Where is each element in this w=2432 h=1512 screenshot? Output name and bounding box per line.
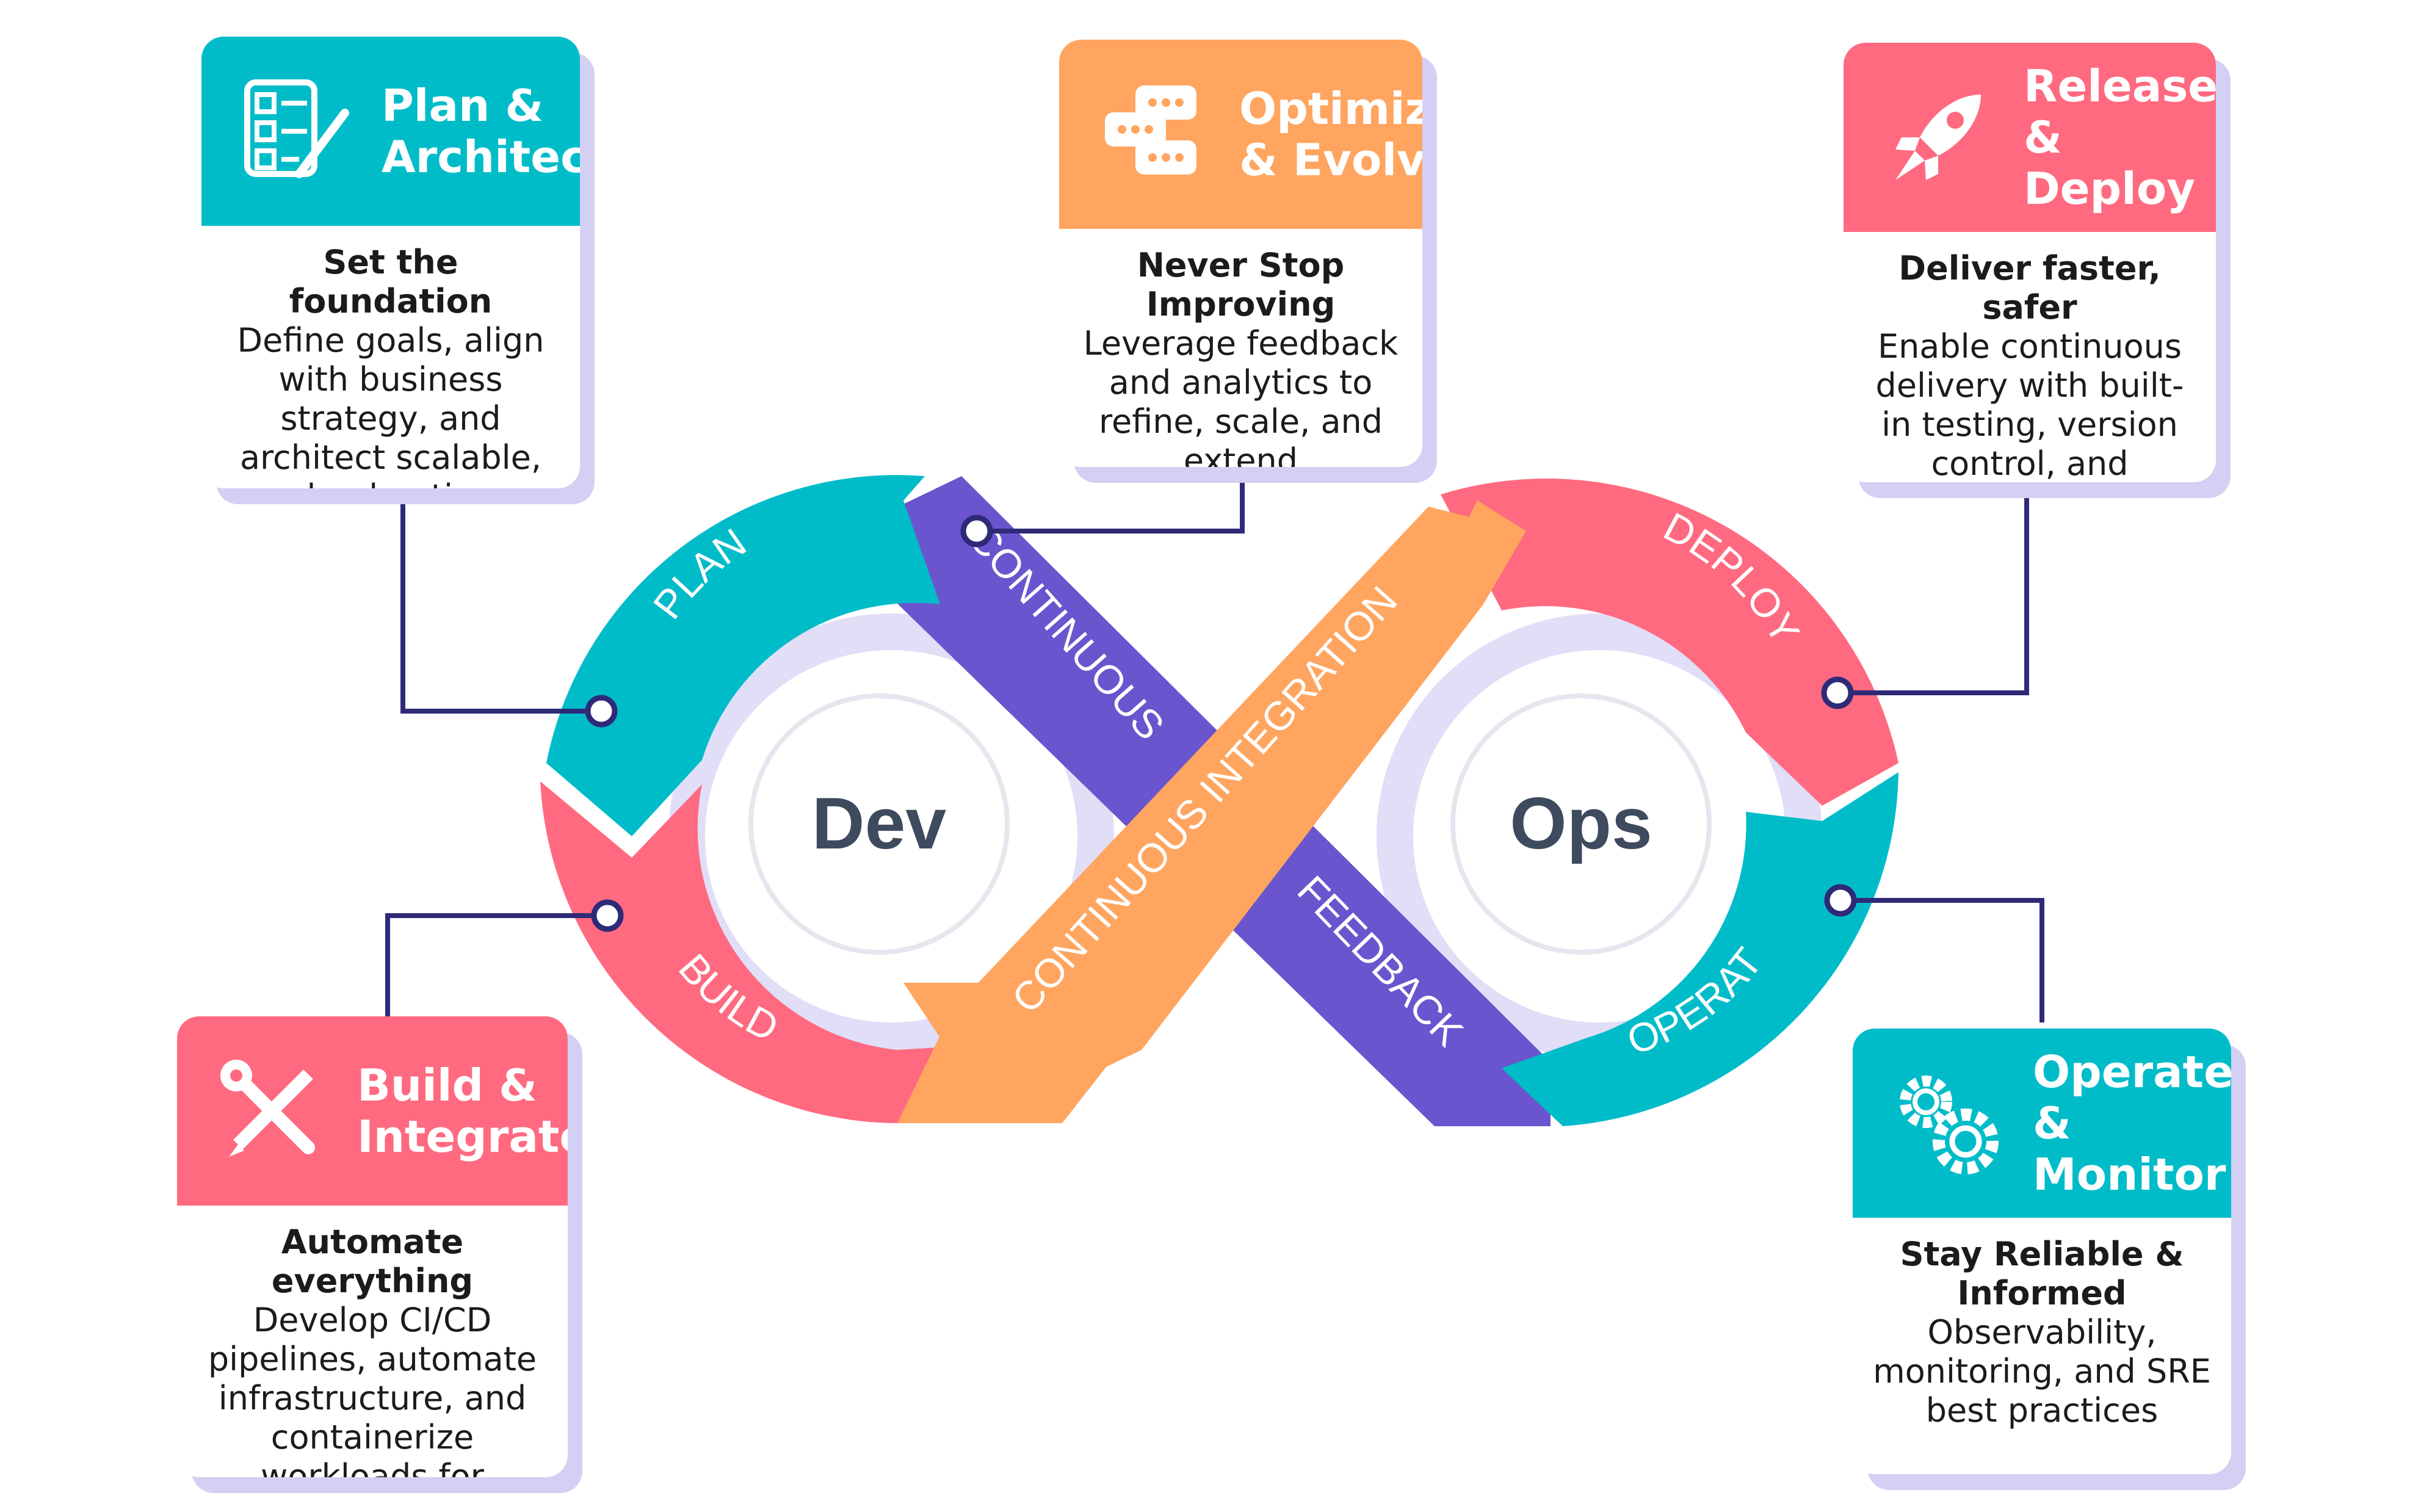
operate-segment xyxy=(1502,772,1898,1126)
optimize-connector-node xyxy=(960,515,993,548)
operate-monitor-card: Operate & Monitor Stay Reliable & Inform… xyxy=(1853,1029,2231,1474)
optimize-evolve-card-header: Optimize & Evolve xyxy=(1059,40,1422,229)
build-segment xyxy=(540,781,946,1123)
build-integrate-description: Develop CI/CD pipelines, automate infras… xyxy=(208,1301,537,1477)
dev-label: Dev xyxy=(812,783,946,864)
build-integrate-card-header: Build & Integrate xyxy=(177,1016,568,1206)
release-deploy-card: Release & Deploy Deliver faster, safer E… xyxy=(1844,43,2216,482)
build-integrate-title: Build & Integrate xyxy=(357,1060,568,1162)
build-integrate-card: Build & Integrate Automate everything De… xyxy=(177,1016,568,1477)
plan-architect-heading: Set the foundation xyxy=(289,243,493,320)
optimize-evolve-description: Leverage feedback and analytics to refin… xyxy=(1083,324,1399,467)
optimize-connector xyxy=(977,470,1245,534)
plan-segment xyxy=(546,475,940,836)
release-deploy-title: Release & Deploy xyxy=(2024,60,2216,214)
optimize-evolve-card: Optimize & Evolve Never Stop Improving L… xyxy=(1059,40,1422,467)
ops-center-circle xyxy=(1450,693,1712,955)
operate-connector xyxy=(1840,898,2044,1022)
operate-monitor-heading: Stay Reliable & Informed xyxy=(1900,1235,2184,1312)
chat-bubbles-icon xyxy=(1105,85,1196,175)
plan-architect-title: Plan & Architect xyxy=(382,80,580,183)
optimize-evolve-title: Optimize & Evolve xyxy=(1239,83,1422,186)
operate-monitor-title: Operate & Monitor xyxy=(2033,1046,2231,1200)
release-connector xyxy=(1837,479,2029,695)
plan-architect-description: Define goals, align with business strate… xyxy=(237,321,545,488)
ops-label: Ops xyxy=(1510,783,1652,864)
build-connector-node xyxy=(591,899,624,932)
release-deploy-heading: Deliver faster, safer xyxy=(1898,249,2161,327)
gears-icon xyxy=(1900,1076,1999,1174)
dev-center-circle xyxy=(748,693,1010,955)
rocket-icon xyxy=(1895,95,1981,180)
release-deploy-description: Enable continuous delivery with built-in… xyxy=(1875,327,2184,482)
plan-architect-card: Plan & Architect Set the foundation Defi… xyxy=(201,37,580,488)
deploy-segment xyxy=(1441,479,1898,806)
plan-connector-node xyxy=(585,695,618,728)
build-connector xyxy=(385,913,607,1016)
operate-monitor-description: Observability, monitoring, and SRE best … xyxy=(1873,1313,2211,1430)
wrench-pencil-icon xyxy=(220,1060,315,1157)
build-integrate-heading: Automate everything xyxy=(271,1223,474,1300)
plan-architect-card-header: Plan & Architect xyxy=(201,37,580,226)
operate-monitor-card-header: Operate & Monitor xyxy=(1853,1029,2231,1218)
checklist-pencil-icon xyxy=(244,79,349,178)
release-connector-node xyxy=(1821,676,1854,709)
plan-connector xyxy=(400,488,601,714)
optimize-evolve-heading: Never Stop Improving xyxy=(1137,246,1345,324)
release-deploy-card-header: Release & Deploy xyxy=(1844,43,2216,232)
continuous-integration-band-top xyxy=(897,507,1526,1123)
operate-connector-node xyxy=(1824,884,1857,917)
